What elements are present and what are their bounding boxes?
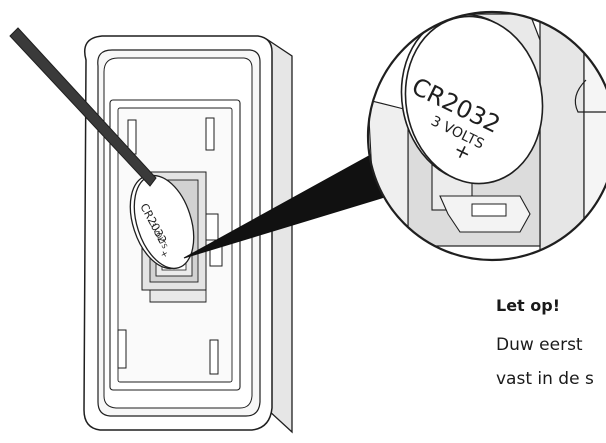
detail-circle: CR2032 3 VOLTS + [366,10,606,262]
detail-rail [583,12,606,260]
note-line-2: vast in de s [496,369,594,389]
detail-curve [574,79,606,113]
note-line-1: Duw eerst [496,335,583,355]
detail-circle-border [366,10,606,262]
note-title: Let op! [496,296,561,315]
detail-latch [471,203,507,217]
battery-small-polarity: + [157,249,169,260]
battery-large: CR2032 3 VOLTS + [400,13,544,185]
tool-stick [9,27,157,187]
